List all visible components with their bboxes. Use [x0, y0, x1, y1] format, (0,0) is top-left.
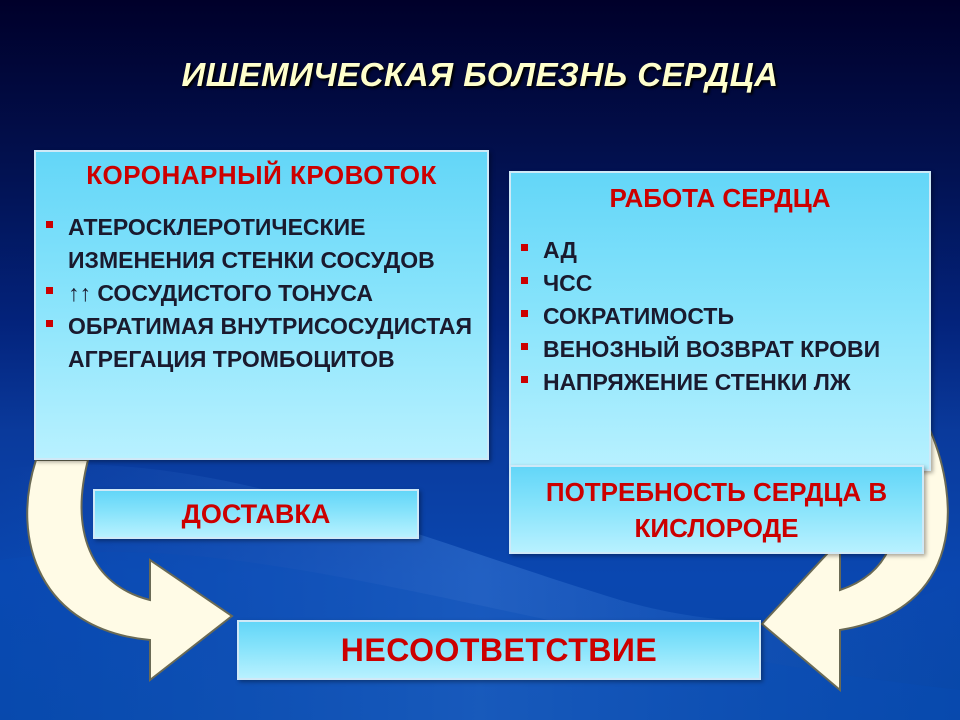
- coronary-flow-list: АТЕРОСКЛЕРОТИЧЕСКИЕ ИЗМЕНЕНИЯ СТЕНКИ СОС…: [36, 211, 487, 376]
- left-curved-arrow: [26, 459, 234, 683]
- bullet-marker: [46, 320, 53, 327]
- bullet-marker: [521, 376, 528, 383]
- list-item: АТЕРОСКЛЕРОТИЧЕСКИЕ ИЗМЕНЕНИЯ СТЕНКИ СОС…: [36, 211, 477, 277]
- heart-work-heading: РАБОТА СЕРДЦА: [609, 183, 831, 213]
- list-item: АД: [511, 234, 919, 267]
- list-item: СОКРАТИМОСТЬ: [511, 300, 919, 333]
- list-item: ВЕНОЗНЫЙ ВОЗВРАТ КРОВИ: [511, 333, 919, 366]
- mismatch-label: НЕСООТВЕТСТВИЕ: [340, 631, 658, 668]
- list-item: ЧСС: [511, 267, 919, 300]
- coronary-flow-box: КОРОНАРНЫЙ КРОВОТОК АТЕРОСКЛЕРОТИЧЕСКИЕ …: [34, 150, 489, 460]
- bullet-marker: [521, 244, 528, 251]
- list-item: ↑↑ СОСУДИСТОГО ТОНУСА: [36, 277, 477, 310]
- coronary-flow-heading: КОРОНАРНЫЙ КРОВОТОК: [86, 160, 437, 190]
- delivery-box: ДОСТАВКА: [93, 489, 419, 539]
- heart-work-box: РАБОТА СЕРДЦА АД ЧСС СОКРАТИМОСТЬ ВЕНОЗН…: [509, 171, 931, 471]
- heart-work-list: АД ЧСС СОКРАТИМОСТЬ ВЕНОЗНЫЙ ВОЗВРАТ КРО…: [511, 234, 929, 399]
- bullet-marker: [521, 343, 528, 350]
- bullet-marker: [46, 287, 53, 294]
- page-title: ИШЕМИЧЕСКАЯ БОЛЕЗНЬ СЕРДЦА: [181, 56, 779, 93]
- oxygen-demand-box: ПОТРЕБНОСТЬ СЕРДЦА В КИСЛОРОДЕ: [509, 465, 924, 554]
- oxygen-demand-label: ПОТРЕБНОСТЬ СЕРДЦА В КИСЛОРОДЕ: [545, 476, 888, 543]
- bullet-marker: [521, 277, 528, 284]
- list-item: ОБРАТИМАЯ ВНУТРИСОСУДИСТАЯ АГРЕГАЦИЯ ТРО…: [36, 310, 477, 376]
- mismatch-box: НЕСООТВЕТСТВИЕ: [237, 620, 761, 680]
- bullet-marker: [521, 310, 528, 317]
- bullet-marker: [46, 221, 53, 228]
- list-item: НАПРЯЖЕНИЕ СТЕНКИ ЛЖ: [511, 366, 919, 399]
- delivery-label: ДОСТАВКА: [181, 498, 331, 529]
